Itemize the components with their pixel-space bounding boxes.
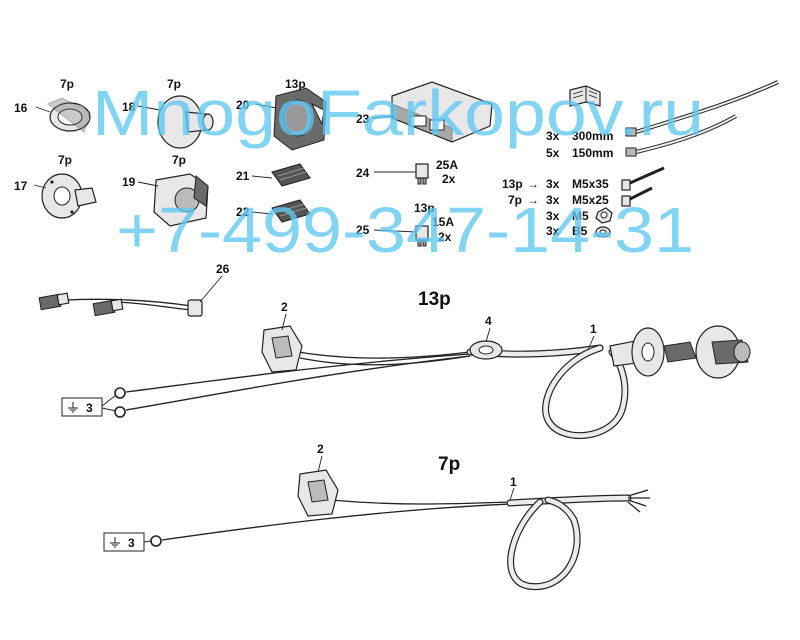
hw-2-item: M5x25 bbox=[572, 193, 609, 207]
hw-3-item: M5 bbox=[572, 209, 589, 223]
part-22-number: 22 bbox=[236, 205, 250, 219]
part-20-socket bbox=[273, 87, 327, 151]
leader-19 bbox=[137, 181, 159, 187]
tie-2-size: 150mm bbox=[572, 146, 613, 160]
harness-7p-label-1: 1 bbox=[510, 475, 517, 489]
harness-7p-ground-qty: 3 bbox=[128, 536, 135, 550]
harness-13p-ground-box bbox=[61, 394, 117, 417]
part-20-number: 20 bbox=[236, 98, 250, 112]
part-25-qty: 2x bbox=[438, 230, 452, 244]
part-25-rating: 15A bbox=[432, 215, 454, 229]
washer-b5-icon bbox=[595, 226, 611, 238]
leader-22 bbox=[251, 211, 273, 215]
hw-1-item: M5x35 bbox=[572, 177, 609, 191]
cable-tie-short bbox=[625, 114, 737, 157]
harness-13p-ground-qty: 3 bbox=[86, 401, 93, 415]
harness-13p bbox=[114, 325, 751, 440]
part-24-fuse bbox=[415, 163, 429, 185]
part-17-plate bbox=[41, 173, 97, 219]
harness-13p-label-1: 1 bbox=[590, 322, 597, 336]
leader-20 bbox=[255, 103, 277, 109]
leader-25 bbox=[373, 229, 417, 233]
leader-18 bbox=[137, 105, 161, 111]
part-18-plate bbox=[157, 95, 214, 149]
tie-1-size: 300mm bbox=[572, 129, 613, 143]
harness-13p-label-2: 2 bbox=[281, 300, 288, 314]
part-18-pins: 7p bbox=[167, 77, 181, 91]
cable-tie-long bbox=[625, 80, 779, 137]
part-24-rating: 25A bbox=[436, 158, 458, 172]
hw-1-pins: 13p bbox=[502, 177, 523, 191]
part-19-socket bbox=[153, 173, 209, 227]
leader-26 bbox=[199, 275, 223, 303]
part-24-number: 24 bbox=[356, 166, 370, 180]
part-24-qty: 2x bbox=[442, 172, 456, 186]
harness-7p-ground-box bbox=[103, 532, 152, 552]
part-19-pins: 7p bbox=[172, 153, 186, 167]
hw-1-qty: 3x bbox=[546, 177, 560, 191]
part-25-pins: 13p bbox=[414, 201, 435, 215]
part-17-number: 17 bbox=[14, 179, 28, 193]
part-23-module bbox=[391, 81, 493, 143]
watermark-site: MnogoFarkopov.ru bbox=[92, 77, 704, 149]
leader-13p-1 bbox=[587, 335, 595, 351]
harness-7p bbox=[150, 469, 650, 591]
hw-3-qty: 3x bbox=[546, 209, 560, 223]
part-26-number: 26 bbox=[216, 262, 230, 276]
part-23-number: 23 bbox=[356, 112, 370, 126]
hw-1-arrow: → bbox=[527, 177, 539, 191]
part-18-number: 18 bbox=[122, 100, 136, 114]
harness-7p-title: 7p bbox=[438, 454, 460, 475]
manual-book-icon bbox=[569, 85, 601, 107]
hw-4-qty: 3x bbox=[546, 224, 560, 238]
part-16-gasket bbox=[47, 97, 91, 133]
leader-21 bbox=[251, 175, 273, 179]
watermark-phone: +7-499-347-14-31 bbox=[116, 194, 694, 266]
harness-13p-title: 13p bbox=[418, 289, 451, 310]
part-16-number: 16 bbox=[14, 101, 28, 115]
part-26-adapter bbox=[38, 292, 203, 317]
part-19-number: 19 bbox=[122, 175, 136, 189]
leader-17 bbox=[33, 184, 47, 189]
part-16-pins: 7p bbox=[60, 77, 74, 91]
part-25-fuse bbox=[415, 225, 429, 247]
leader-23 bbox=[371, 115, 395, 119]
part-20-pins: 13p bbox=[285, 77, 306, 91]
leader-16 bbox=[35, 106, 51, 113]
tie-2-qty: 5x bbox=[546, 146, 560, 160]
nut-m5-icon bbox=[595, 207, 613, 224]
hw-2-arrow: → bbox=[527, 193, 539, 207]
harness-13p-label-4: 4 bbox=[485, 314, 492, 328]
tie-1-qty: 3x bbox=[546, 129, 560, 143]
part-21-pad bbox=[271, 163, 311, 187]
part-21-number: 21 bbox=[236, 169, 250, 183]
hw-4-item: B5 bbox=[572, 224, 588, 238]
leader-7p-2 bbox=[317, 455, 323, 473]
leader-13p-4 bbox=[485, 327, 491, 343]
leader-7p-1 bbox=[509, 487, 515, 501]
part-17-pins: 7p bbox=[58, 153, 72, 167]
part-25-number: 25 bbox=[356, 223, 370, 237]
leader-13p-2 bbox=[281, 313, 287, 331]
bolt-m5x35-icon bbox=[621, 166, 665, 191]
bolt-m5x25-icon bbox=[621, 186, 653, 207]
hw-2-pins: 7p bbox=[508, 193, 522, 207]
part-22-pad bbox=[271, 199, 311, 223]
harness-7p-label-2: 2 bbox=[317, 442, 324, 456]
hw-2-qty: 3x bbox=[546, 193, 560, 207]
